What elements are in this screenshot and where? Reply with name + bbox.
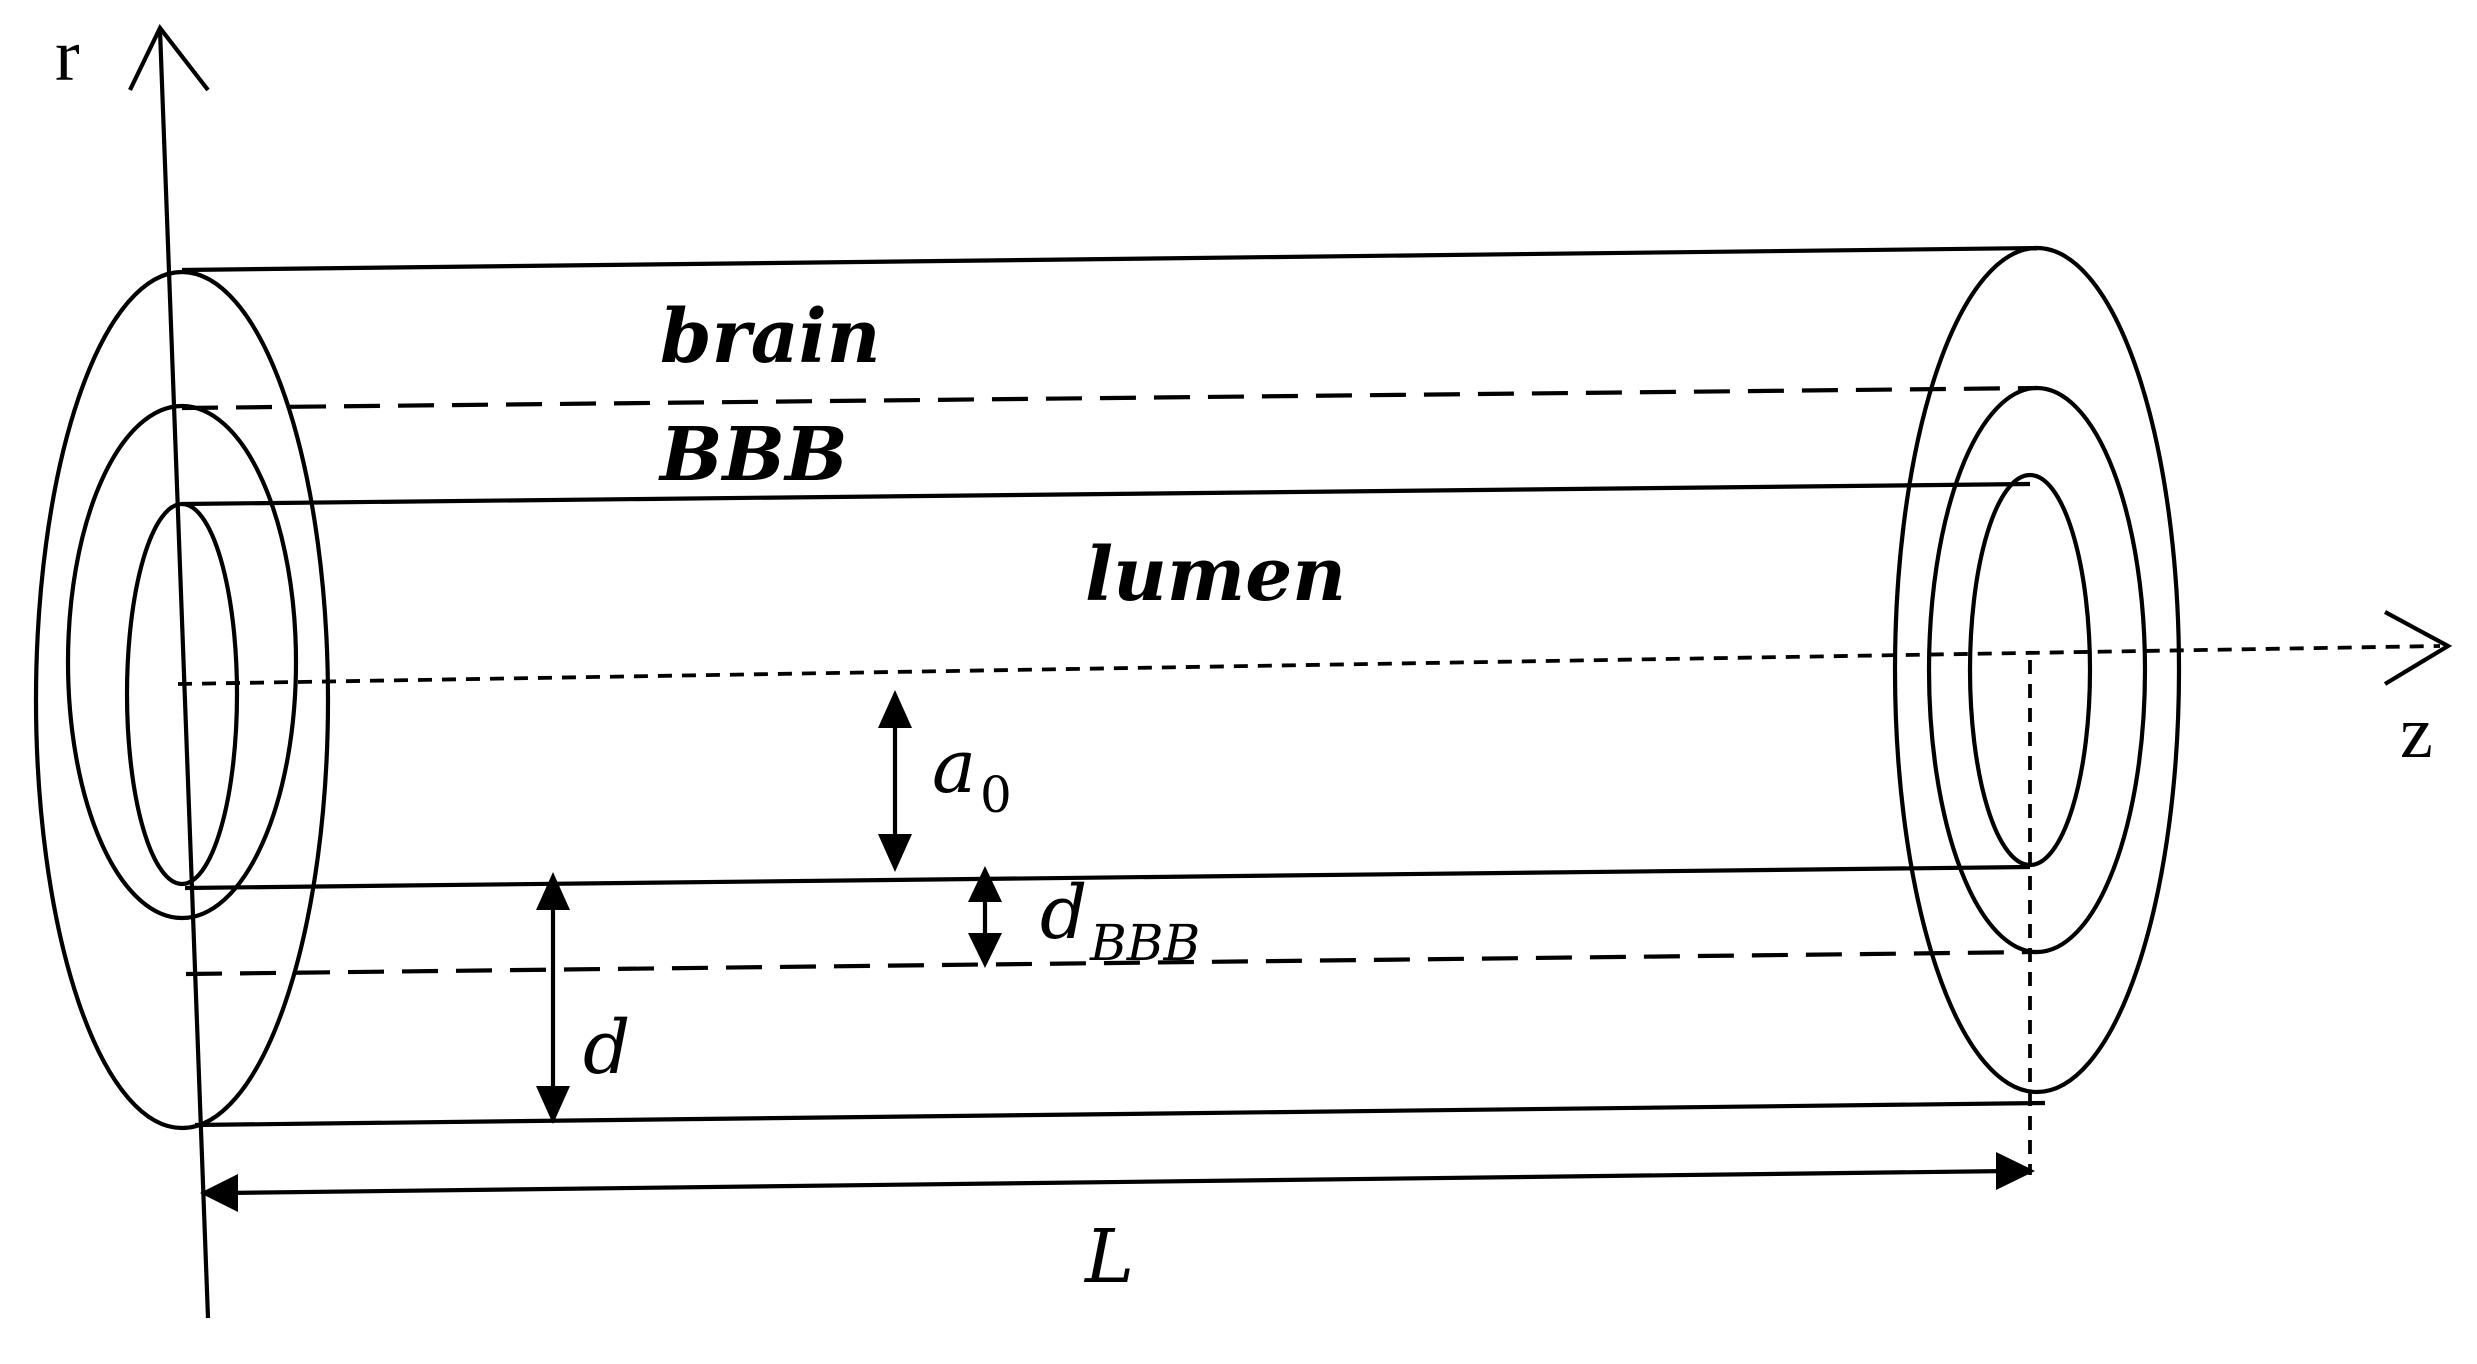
right-end-rings [1892,245,2182,1095]
brain-outer-boundary [181,245,2046,1128]
dbbb-label: d BBB [1040,870,1200,972]
z-axis [177,610,2453,686]
d-label: d [583,1005,630,1091]
bbb-boundary [181,385,2038,977]
lumen-label: lumen [1085,532,1346,618]
r-axis [128,24,211,1319]
dbbb-subscript: BBB [1089,914,1200,972]
dbbb-arrow [968,866,1002,968]
lumen-boundary [181,481,2031,891]
z-axis-label: z [2400,692,2433,774]
a0-symbol: a [932,724,976,810]
d-arrow [536,872,570,1124]
a0-label: a 0 [932,724,1012,824]
r-axis-label: r [55,15,80,97]
l-label: L [1083,1214,1134,1300]
dbbb-symbol: d [1040,870,1087,956]
a0-subscript: 0 [980,766,1012,824]
bbb-label: BBB [658,412,848,498]
a0-arrow [878,690,912,872]
brain-label: brain [660,294,881,380]
l-arrow [200,1152,2035,1212]
left-end-rings [33,269,331,1131]
